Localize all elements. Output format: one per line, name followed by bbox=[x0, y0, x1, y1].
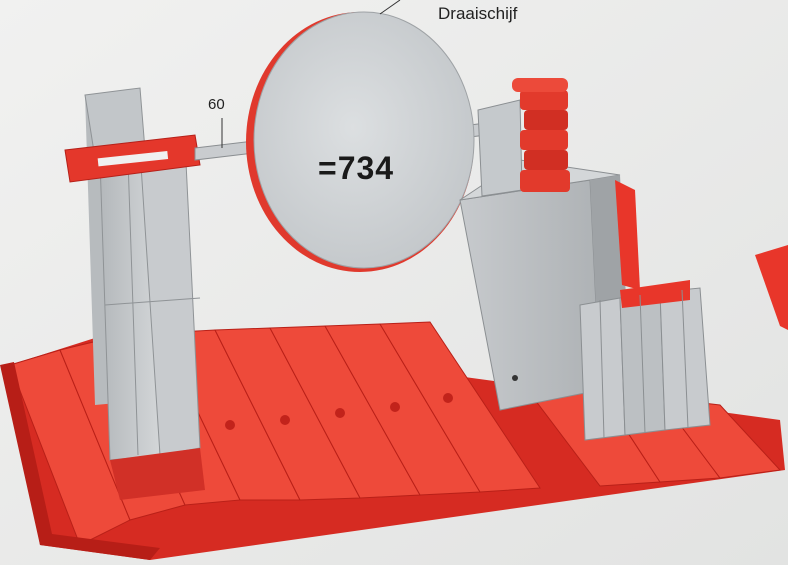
left-tower bbox=[64, 87, 205, 500]
worm-gear bbox=[512, 78, 570, 192]
axle-label: 60 bbox=[208, 96, 225, 113]
turntable-disk bbox=[246, 0, 475, 272]
right-block-stack bbox=[579, 280, 711, 441]
disk-number: =734 bbox=[318, 150, 395, 186]
stray-red-brick bbox=[755, 245, 788, 330]
disk-label: Draaischijf bbox=[438, 4, 518, 23]
